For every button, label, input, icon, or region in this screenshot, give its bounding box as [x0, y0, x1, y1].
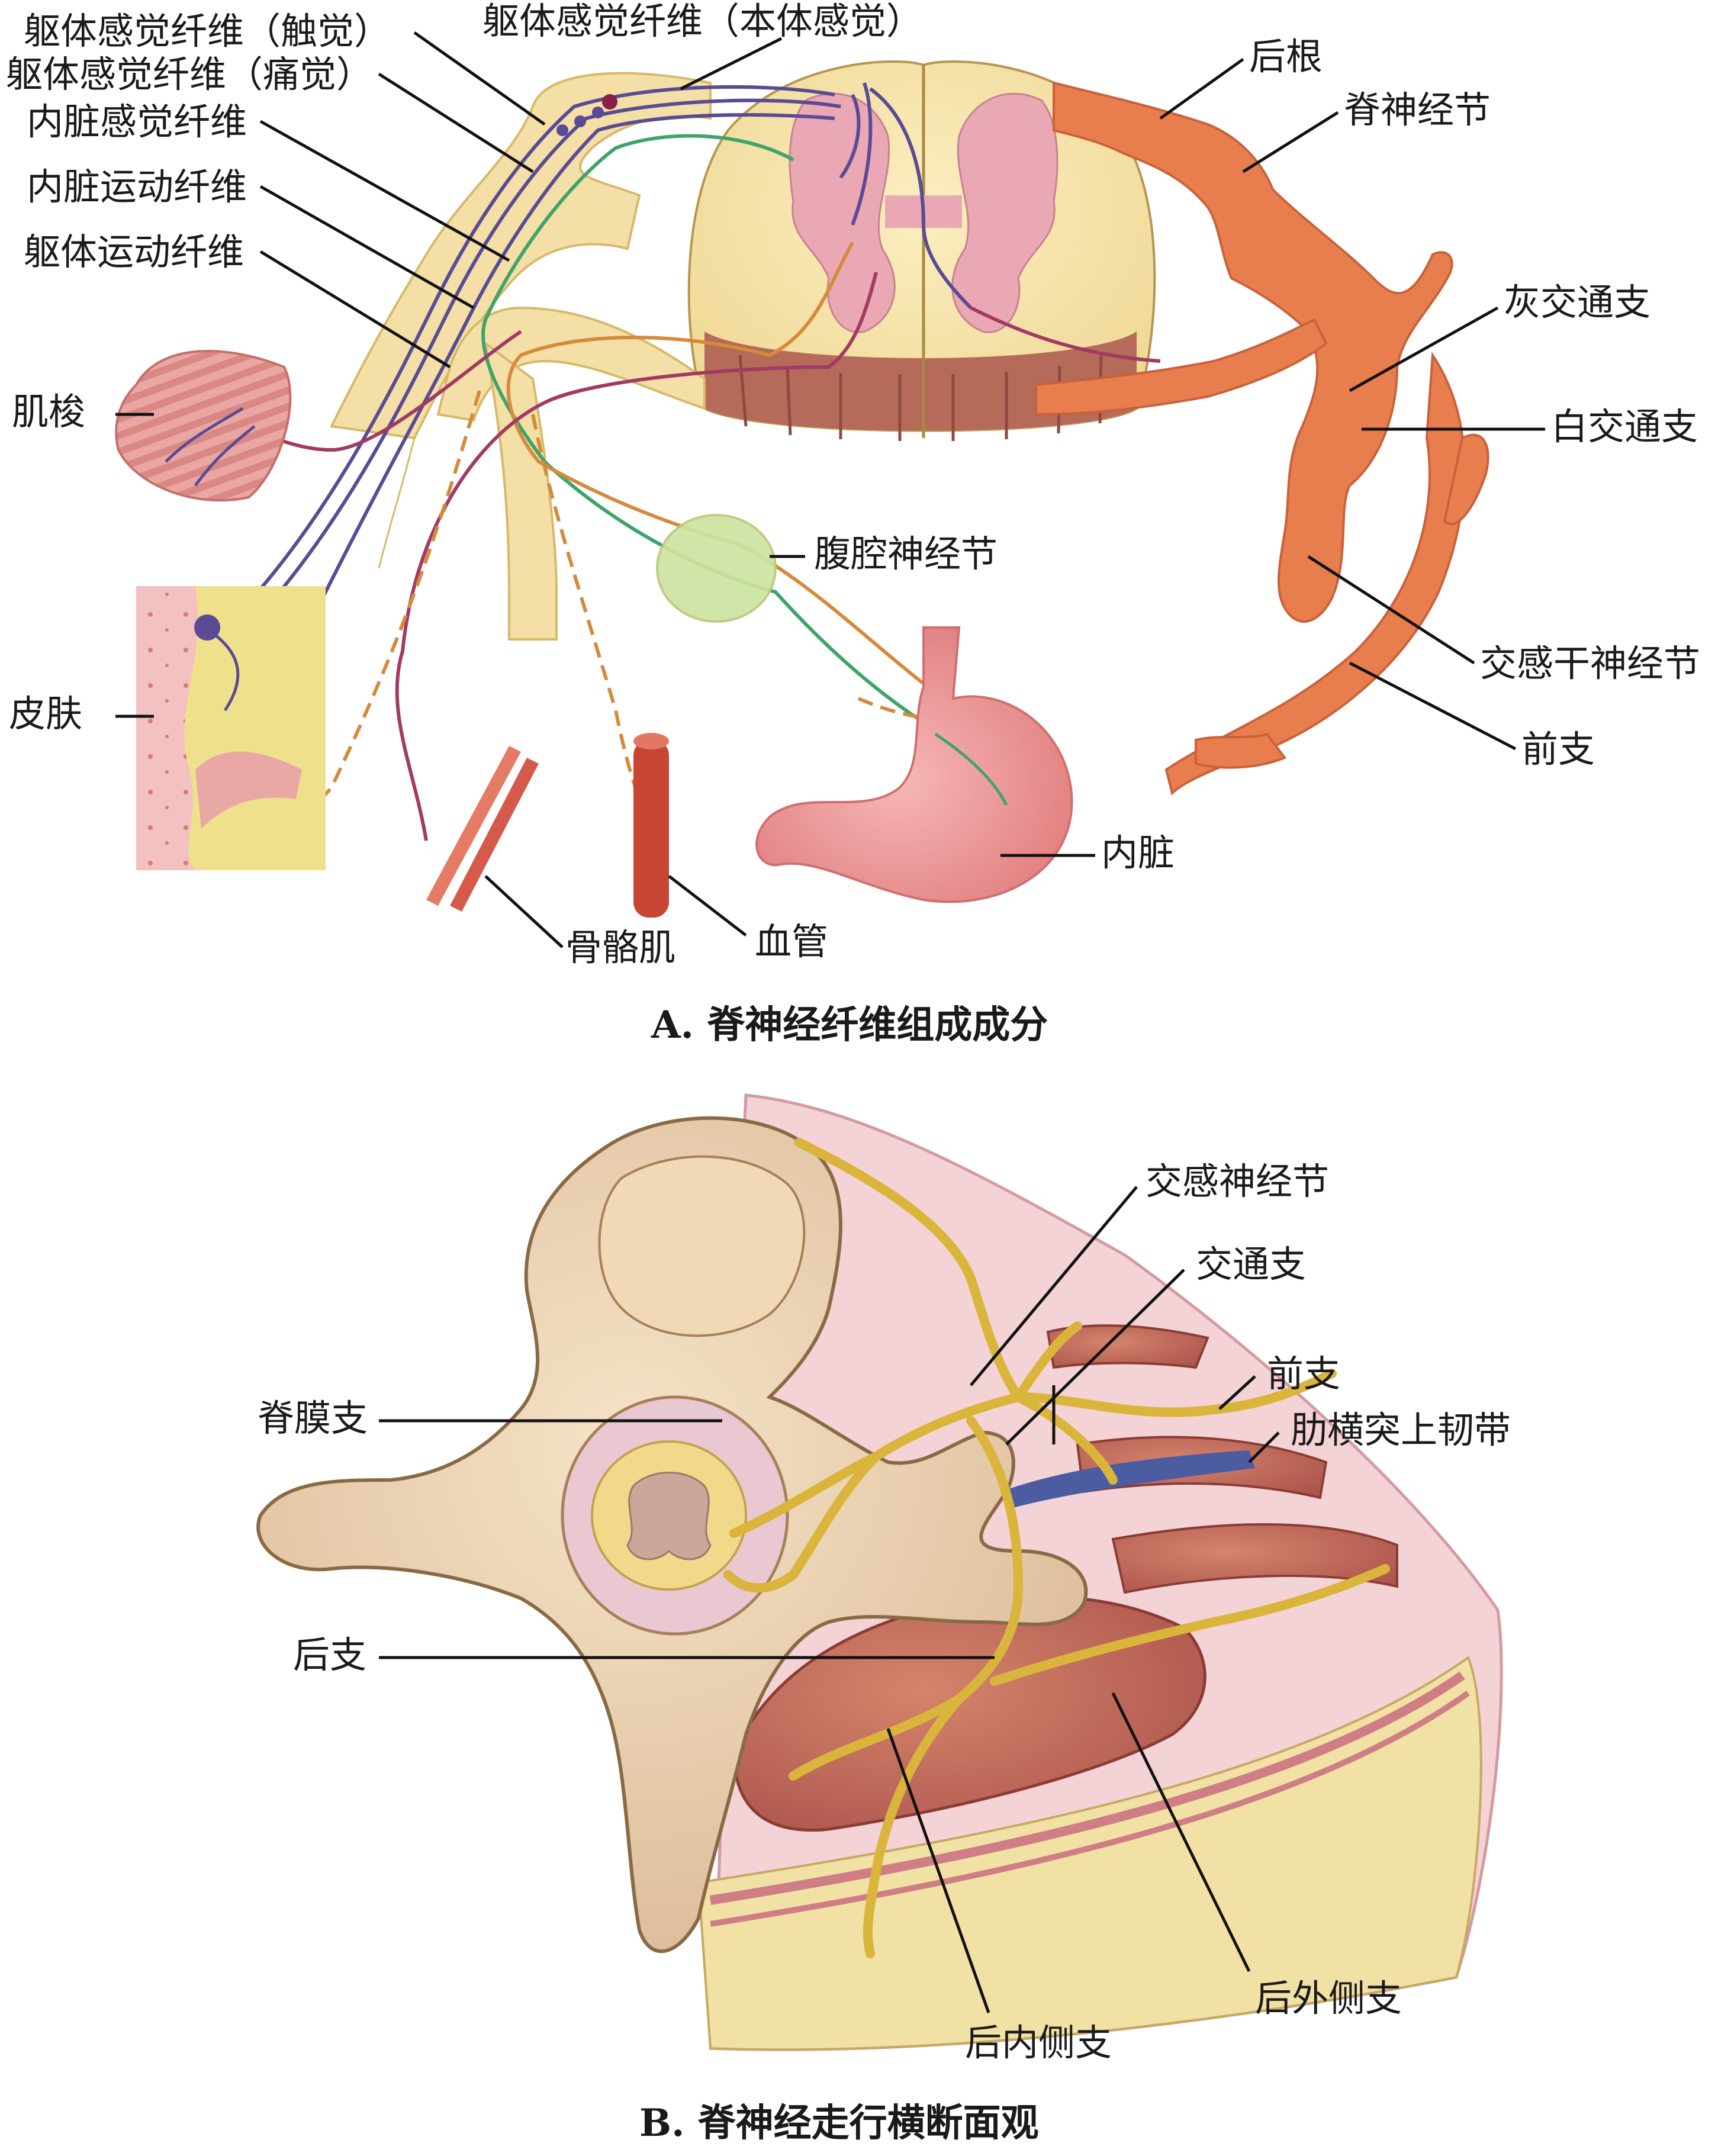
label-somatic-sensory-touch: 躯体感觉纤维（触觉） [24, 9, 391, 53]
ganglion-cell-bodies [556, 94, 617, 136]
spinal-cord [687, 60, 1156, 441]
label-gray-ramus: 灰交通支 [1504, 281, 1651, 324]
subcutaneous-layer [697, 1655, 1482, 2051]
label-somatic-sensory-proprio: 躯体感觉纤维（本体感觉） [482, 0, 924, 43]
stomach [755, 626, 1073, 903]
label-visceral-sensory: 内脏感觉纤维 [27, 100, 247, 143]
skeletal-muscle-fibers [426, 746, 539, 912]
costotransverse-ligament-band [1000, 1450, 1255, 1510]
label-somatic-motor: 躯体运动纤维 [24, 230, 244, 273]
label-blood-vessel: 血管 [755, 920, 829, 963]
label-skin: 皮肤 [9, 692, 83, 735]
panel-a [115, 60, 1489, 918]
caption-panel-a: A. 脊神经纤维组成成分 [651, 1003, 1048, 1047]
label-sympathetic-trunk-ganglion: 交感干神经节 [1480, 642, 1701, 685]
blood-vessel-tube [633, 733, 669, 918]
label-visceral-motor: 内脏运动纤维 [27, 165, 247, 208]
sympathetic-trunk [1035, 81, 1489, 796]
label-anterior-ramus-a: 前支 [1521, 728, 1595, 771]
leader-lines [115, 31, 1545, 2013]
celiac-ganglion-shape [656, 514, 777, 623]
label-celiac-ganglion: 腹腔神经节 [814, 532, 998, 575]
label-anterior-ramus-b: 前支 [1267, 1352, 1341, 1395]
label-somatic-sensory-pain: 躯体感觉纤维（痛觉） [6, 53, 374, 96]
label-spinal-ganglion: 脊神经节 [1344, 88, 1491, 131]
label-costotransverse-ligament: 肋横突上韧带 [1291, 1408, 1511, 1452]
label-posterior-medial-branch: 后内侧支 [965, 2021, 1112, 2064]
label-skeletal-muscle: 骨骼肌 [565, 926, 676, 969]
nerve-branches [723, 1138, 1390, 1958]
muscle-spindle [115, 350, 292, 502]
label-posterior-ramus: 后支 [293, 1633, 367, 1676]
label-muscle-spindle: 肌梭 [12, 390, 86, 433]
label-meningeal-branch: 脊膜支 [258, 1396, 368, 1440]
skin-block [136, 586, 326, 870]
label-communicating-ramus: 交通支 [1196, 1243, 1307, 1286]
label-sympathetic-ganglion: 交感神经节 [1146, 1160, 1330, 1203]
caption-panel-b: B. 脊神经走行横断面观 [639, 2101, 1039, 2145]
label-posterior-lateral-branch: 后外侧支 [1255, 1977, 1402, 2020]
label-white-ramus: 白交通支 [1551, 405, 1698, 448]
label-viscera: 内脏 [1101, 831, 1175, 874]
panel-b [256, 1093, 1503, 2051]
label-posterior-root: 后根 [1249, 35, 1323, 78]
